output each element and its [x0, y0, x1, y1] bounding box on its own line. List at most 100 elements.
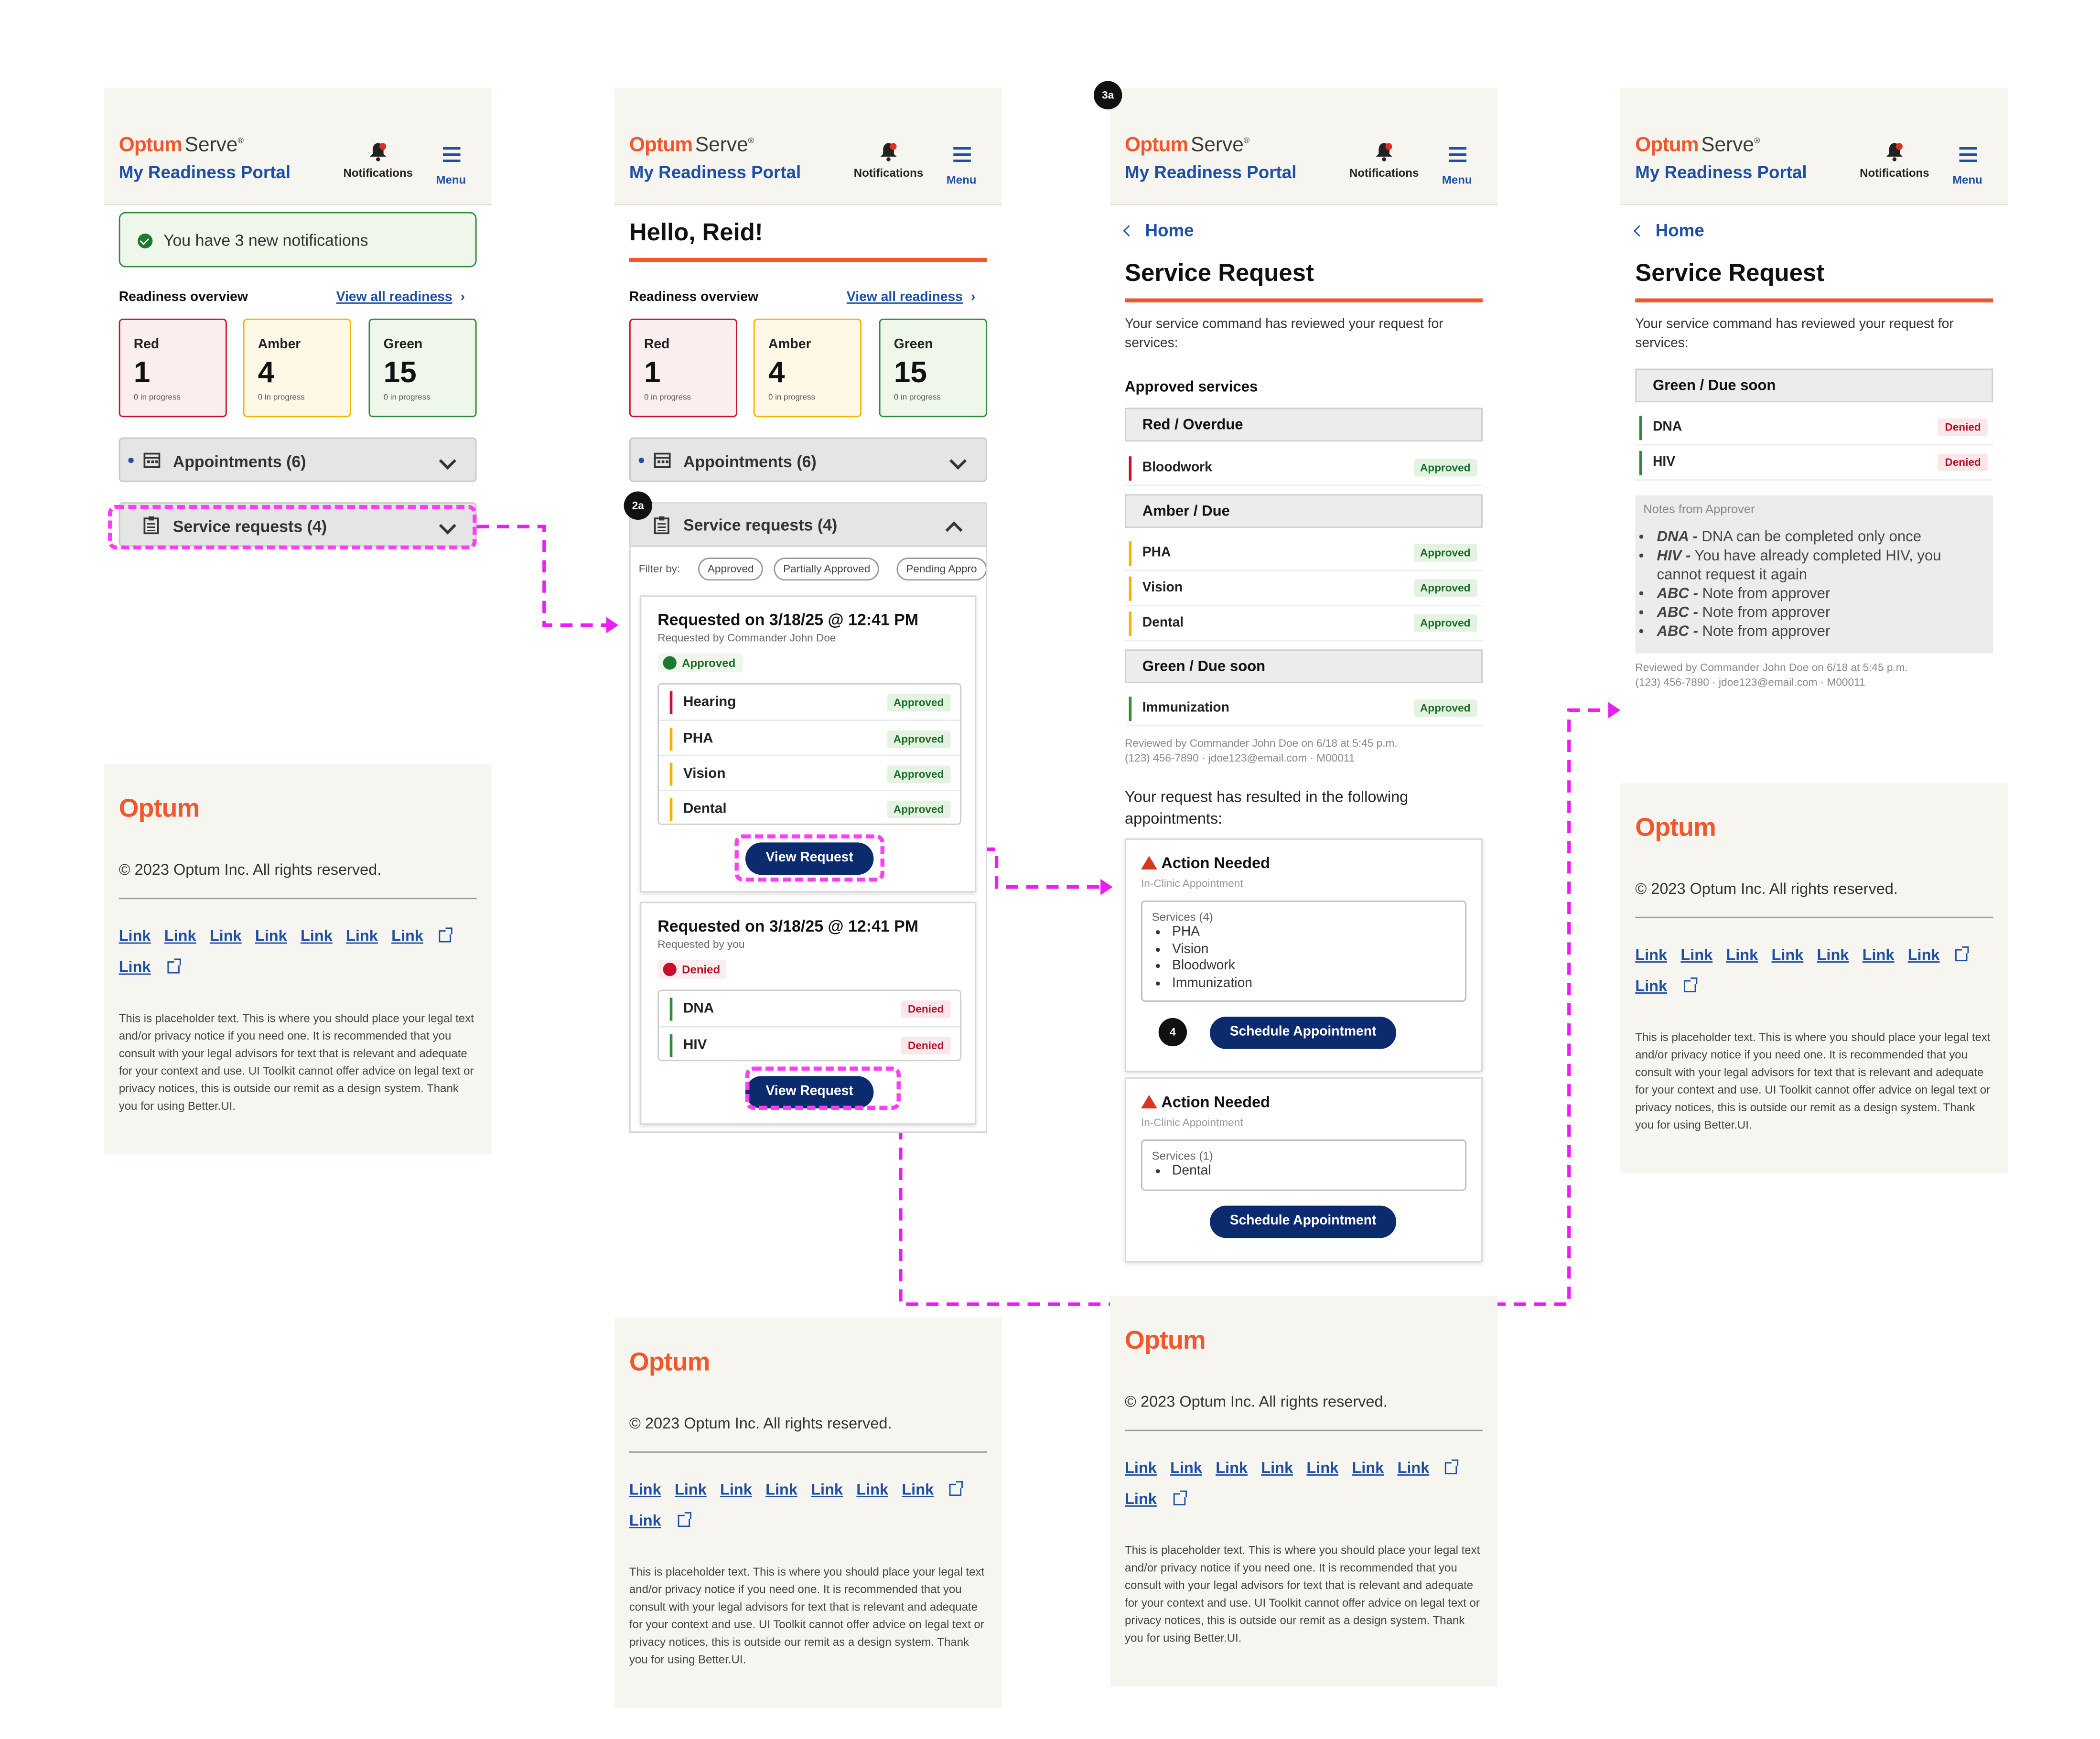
chevron-left-icon [1123, 225, 1135, 237]
legal-text: This is placeholder text. This is where … [629, 1565, 985, 1666]
footer-link[interactable]: Link [300, 929, 333, 945]
footer-link[interactable]: Link [1216, 1460, 1248, 1477]
footer-link[interactable]: Link [1817, 947, 1849, 964]
footer-link[interactable]: Link [118, 929, 151, 945]
requested-by: Requested by you [657, 938, 745, 951]
footer-link[interactable]: Link [1170, 1460, 1202, 1477]
footer-link[interactable]: Link [856, 1482, 889, 1499]
menu-button[interactable]: Menu [943, 144, 980, 186]
footer-link[interactable]: Link [811, 1482, 843, 1499]
filter-approved[interactable]: Approved [698, 558, 764, 581]
unread-dot [128, 458, 134, 463]
view-request-button[interactable]: View Request [745, 1076, 874, 1109]
optum-logo[interactable]: Optum [1125, 1327, 1206, 1356]
appointment-type: In-Clinic Appointment [1141, 1116, 1243, 1129]
footer-link[interactable]: Link [902, 1482, 934, 1499]
footer-link[interactable]: Link [674, 1482, 707, 1499]
footer-link[interactable]: Link [765, 1482, 797, 1499]
footer-link[interactable]: Link [1261, 1460, 1293, 1477]
appointments-accordion[interactable]: Appointments (6) [118, 437, 477, 482]
back-home-link[interactable]: Home [1633, 220, 1704, 240]
highlight-view-request-1 [734, 834, 885, 882]
bell-icon [880, 143, 897, 161]
request-card-1: Requested on 3/18/25 @ 12:41 PM Requeste… [640, 595, 977, 892]
footer-link[interactable]: Link [1771, 947, 1804, 964]
footer-link[interactable]: Link [1397, 1460, 1430, 1477]
footer-link[interactable]: Link [1680, 947, 1713, 964]
filter-pending[interactable]: Pending Appro [896, 558, 986, 581]
accent-divider [1125, 298, 1483, 303]
menu-button[interactable]: Menu [1438, 144, 1476, 186]
footer-link[interactable]: Link [629, 1482, 661, 1499]
step-badge: 2a [624, 491, 652, 520]
group-header-green: Green / Due soon [1125, 649, 1483, 683]
hamburger-icon [1448, 147, 1466, 162]
status-badge: Denied [657, 960, 727, 979]
footer-link[interactable]: Link [1635, 947, 1668, 964]
notifications-button[interactable]: Notifications [1847, 142, 1942, 180]
schedule-appointment-button[interactable]: Schedule Appointment [1210, 1016, 1397, 1049]
notification-banner[interactable]: You have 3 new notifications [118, 212, 477, 268]
view-all-readiness-link[interactable]: View all readiness› [846, 290, 976, 305]
footer-link[interactable]: Link [1306, 1460, 1339, 1477]
appointments-accordion[interactable]: Appointments (6) [629, 437, 987, 482]
notifications-button[interactable]: Notifications [1337, 142, 1432, 180]
footer-link[interactable]: Link [720, 1482, 752, 1499]
result-text: Your request has resulted in the followi… [1125, 790, 1409, 828]
view-all-readiness-link[interactable]: View all readiness› [336, 290, 465, 305]
footer-link[interactable]: Link [1726, 947, 1758, 964]
footer-link[interactable]: Link [1635, 978, 1668, 995]
footer-link[interactable]: Link [346, 929, 378, 945]
footer-1: Optum © 2023 Optum Inc. All rights reser… [104, 764, 492, 1155]
footer-link[interactable]: Link [629, 1513, 661, 1530]
schedule-appointment-button[interactable]: Schedule Appointment [1210, 1205, 1397, 1238]
service-requests-accordion[interactable]: Service requests (4) [630, 504, 986, 547]
notifications-button[interactable]: Notifications [331, 142, 425, 180]
footer-link[interactable]: Link [1907, 947, 1940, 964]
divider [1635, 916, 1993, 918]
reviewed-by: Reviewed by Commander John Doe on 6/18 a… [1125, 737, 1398, 764]
notifications-button[interactable]: Notifications [841, 142, 936, 180]
readiness-overview-title: Readiness overview [118, 290, 248, 305]
filter-partially-approved[interactable]: Partially Approved [774, 558, 880, 581]
footer-link[interactable]: Link [164, 929, 196, 945]
copyright: © 2023 Optum Inc. All rights reserved. [118, 862, 382, 879]
optum-logo[interactable]: Optum [118, 795, 200, 824]
footer-link[interactable]: Link [1352, 1460, 1384, 1477]
menu-button[interactable]: Menu [1949, 144, 1986, 186]
back-home-link[interactable]: Home [1123, 220, 1194, 240]
footer-link[interactable]: Link [1862, 947, 1895, 964]
menu-button[interactable]: Menu [432, 144, 470, 186]
calendar-icon [654, 452, 671, 468]
portal-title: My Readiness Portal [1125, 162, 1297, 182]
footer-link[interactable]: Link [118, 960, 151, 977]
optum-logo[interactable]: Optum [629, 1349, 711, 1377]
footer-link[interactable]: Link [209, 929, 242, 945]
footer-2: Optum © 2023 Optum Inc. All rights reser… [614, 1318, 1002, 1708]
view-request-button[interactable]: View Request [745, 842, 874, 875]
greeting: Hello, Reid! [629, 218, 763, 246]
footer-link[interactable]: Link [1125, 1492, 1157, 1508]
footer-link[interactable]: Link [391, 929, 423, 945]
chevron-down-icon [439, 452, 456, 470]
warning-icon [1141, 856, 1157, 870]
optum-logo[interactable]: Optum [1635, 814, 1716, 843]
footer-link[interactable]: Link [255, 929, 287, 945]
footer-link[interactable]: Link [1125, 1460, 1157, 1477]
